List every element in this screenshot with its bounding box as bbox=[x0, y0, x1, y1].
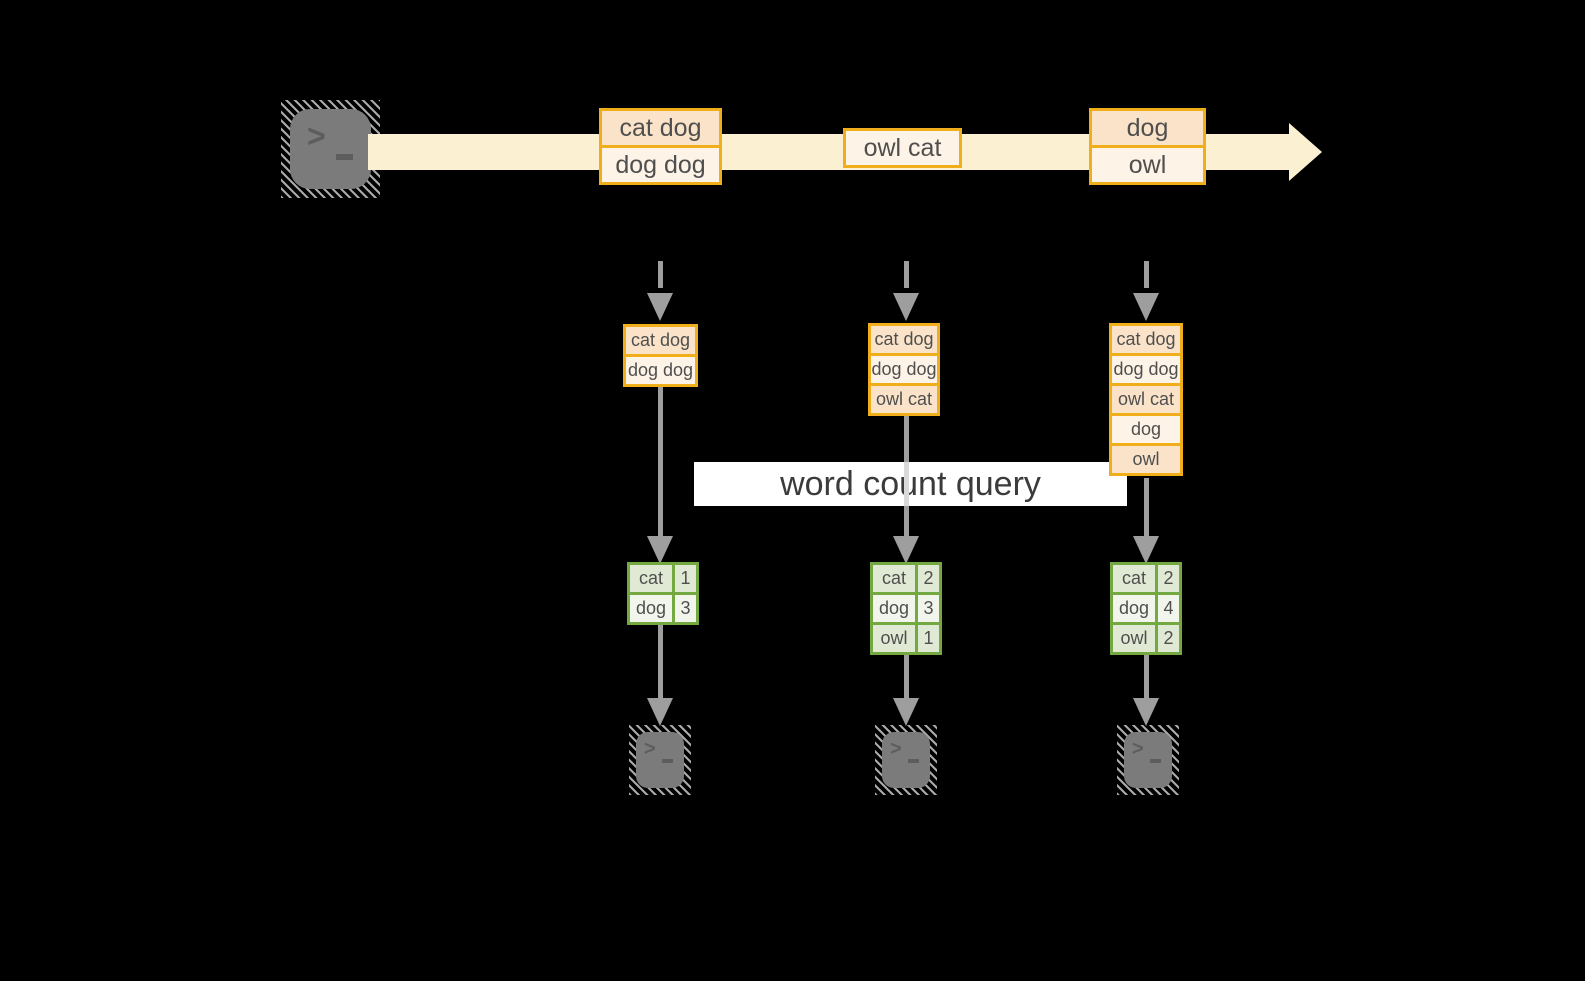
buffer-row: owl bbox=[1112, 446, 1180, 473]
arrow-down-icon bbox=[658, 386, 663, 538]
output-terminal-icon-1: > bbox=[629, 725, 691, 795]
word-cell: dog bbox=[1113, 595, 1155, 622]
arrow-down-icon bbox=[893, 698, 919, 726]
terminal-prompt-icon: > bbox=[890, 738, 902, 760]
terminal-prompt-icon: > bbox=[307, 118, 326, 154]
stream-event-group-1: cat dog dog dog bbox=[599, 108, 722, 185]
count-cell: 1 bbox=[675, 565, 696, 592]
stream-event: dog bbox=[1092, 111, 1203, 145]
buffer-row: dog dog bbox=[1112, 356, 1180, 383]
event-label: owl cat bbox=[863, 133, 942, 162]
buffer-row: owl cat bbox=[871, 386, 937, 413]
terminal-cursor-icon bbox=[1150, 759, 1161, 763]
count-cell: 3 bbox=[918, 595, 939, 622]
buffer-label: cat dog bbox=[1116, 329, 1176, 349]
event-label: dog dog bbox=[615, 150, 706, 179]
buffer-label: owl cat bbox=[1117, 389, 1175, 409]
terminal-prompt-icon: > bbox=[1132, 738, 1144, 760]
source-terminal-icon: > bbox=[281, 100, 380, 198]
buffer-row: cat dog bbox=[871, 326, 937, 353]
count-cell: 1 bbox=[918, 625, 939, 652]
stream-event: owl bbox=[1092, 148, 1203, 182]
output-terminal-icon-3: > bbox=[1117, 725, 1179, 795]
count-table-2: cat 2 dog 3 owl 1 bbox=[870, 562, 942, 655]
buffer-label: dog dog bbox=[1113, 359, 1179, 379]
arrow-down-icon bbox=[1144, 478, 1149, 538]
buffer-label: dog dog bbox=[871, 359, 937, 379]
count-cell: 4 bbox=[1158, 595, 1179, 622]
count-table-3: cat 2 dog 4 owl 2 bbox=[1110, 562, 1182, 655]
arrow-down-icon bbox=[1133, 698, 1159, 726]
terminal-cursor-icon bbox=[336, 154, 353, 160]
arrow-right-icon bbox=[1289, 123, 1322, 181]
event-label: dog bbox=[1126, 113, 1169, 142]
word-cell: owl bbox=[1113, 625, 1155, 652]
query-banner: word count query bbox=[694, 462, 1127, 506]
arrow-down-icon bbox=[904, 261, 909, 288]
buffer-row: cat dog bbox=[626, 327, 695, 354]
buffer-row: dog dog bbox=[871, 356, 937, 383]
word-cell: owl bbox=[873, 625, 915, 652]
arrow-down-icon bbox=[647, 536, 673, 564]
query-banner-label: word count query bbox=[780, 464, 1041, 503]
terminal-prompt-icon: > bbox=[644, 738, 656, 760]
stream-event: dog dog bbox=[602, 148, 719, 182]
event-buffer-2: cat dog dog dog owl cat bbox=[868, 323, 940, 416]
count-cell: 2 bbox=[1158, 625, 1179, 652]
count-cell: 2 bbox=[1158, 565, 1179, 592]
event-buffer-1: cat dog dog dog bbox=[623, 324, 698, 387]
buffer-row: dog bbox=[1112, 416, 1180, 443]
arrow-down-icon bbox=[658, 624, 663, 700]
word-cell: cat bbox=[873, 565, 915, 592]
arrow-down-icon bbox=[647, 293, 673, 321]
arrow-down-icon bbox=[647, 698, 673, 726]
arrow-down-icon bbox=[1144, 654, 1149, 700]
buffer-row: cat dog bbox=[1112, 326, 1180, 353]
count-table-1: cat 1 dog 3 bbox=[627, 562, 699, 625]
stream-event-group-3: dog owl bbox=[1089, 108, 1206, 185]
count-cell: 2 bbox=[918, 565, 939, 592]
event-label: owl bbox=[1128, 150, 1167, 179]
arrow-down-icon bbox=[1144, 261, 1149, 288]
stream-event: cat dog bbox=[602, 111, 719, 145]
stream-event: owl cat bbox=[846, 131, 959, 165]
word-cell: dog bbox=[630, 595, 672, 622]
buffer-label: owl cat bbox=[875, 389, 933, 409]
event-label: cat dog bbox=[619, 113, 702, 142]
buffer-row: dog dog bbox=[626, 357, 695, 384]
output-terminal-icon-2: > bbox=[875, 725, 937, 795]
arrow-through-banner bbox=[904, 462, 909, 506]
arrow-down-icon bbox=[904, 654, 909, 700]
arrow-down-icon bbox=[1133, 536, 1159, 564]
buffer-label: owl bbox=[1132, 449, 1160, 469]
buffer-label: cat dog bbox=[874, 329, 934, 349]
count-cell: 3 bbox=[675, 595, 696, 622]
terminal-cursor-icon bbox=[908, 759, 919, 763]
arrow-down-icon bbox=[893, 536, 919, 564]
terminal-cursor-icon bbox=[662, 759, 673, 763]
word-cell: cat bbox=[1113, 565, 1155, 592]
buffer-label: dog bbox=[1130, 419, 1162, 439]
word-cell: dog bbox=[873, 595, 915, 622]
arrow-down-icon bbox=[658, 261, 663, 288]
buffer-label: cat dog bbox=[630, 330, 691, 350]
buffer-label: dog dog bbox=[627, 360, 694, 380]
event-buffer-3: cat dog dog dog owl cat dog owl bbox=[1109, 323, 1183, 476]
arrow-down-icon bbox=[1133, 293, 1159, 321]
stream-event-group-2: owl cat bbox=[843, 128, 962, 168]
arrow-down-icon bbox=[893, 293, 919, 321]
word-cell: cat bbox=[630, 565, 672, 592]
buffer-row: owl cat bbox=[1112, 386, 1180, 413]
